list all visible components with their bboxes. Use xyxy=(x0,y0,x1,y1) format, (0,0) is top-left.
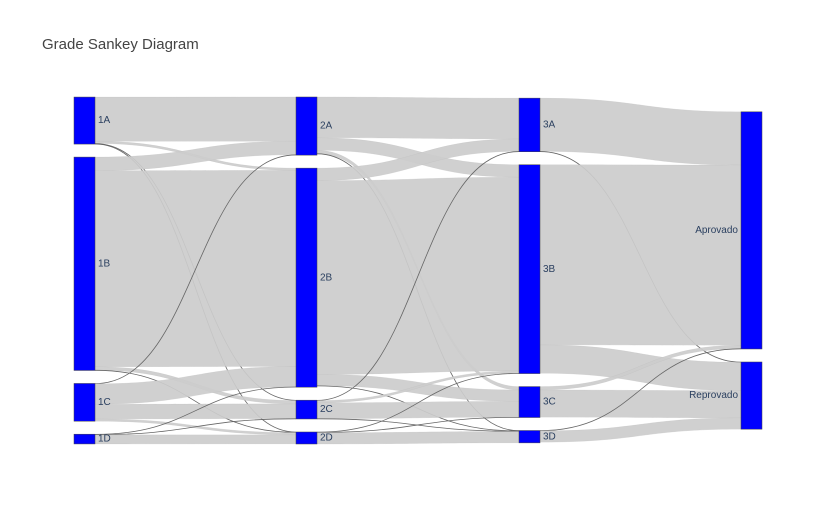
link-3D-Reprovado[interactable] xyxy=(539,417,742,443)
node-3B[interactable] xyxy=(518,164,541,374)
node-1C[interactable] xyxy=(73,383,96,422)
node-label-2A: 2A xyxy=(320,121,333,132)
node-3D[interactable] xyxy=(518,430,541,444)
node-label-3A: 3A xyxy=(543,120,556,131)
node-1D[interactable] xyxy=(73,433,96,445)
link-3B-Aprovado[interactable] xyxy=(539,164,742,346)
link-1C-2C[interactable] xyxy=(94,403,297,420)
node-3A[interactable] xyxy=(518,97,541,152)
node-label-1B: 1B xyxy=(98,258,111,269)
link-2C-3C[interactable] xyxy=(316,401,520,419)
link-2D-3D[interactable] xyxy=(316,431,520,445)
node-label-Reprovado: Reprovado xyxy=(689,390,738,401)
node-label-3B: 3B xyxy=(543,264,556,275)
node-3C[interactable] xyxy=(518,386,541,418)
link-1D-2C[interactable] xyxy=(94,418,297,436)
node-label-Aprovado: Aprovado xyxy=(695,225,738,236)
node-label-2B: 2B xyxy=(320,272,333,283)
node-Reprovado[interactable] xyxy=(740,361,763,430)
node-1A[interactable] xyxy=(73,96,96,145)
link-1C-2A[interactable] xyxy=(94,154,297,385)
node-label-1A: 1A xyxy=(98,115,111,126)
link-1A-2A[interactable] xyxy=(94,96,297,142)
node-2C[interactable] xyxy=(295,399,318,420)
node-label-1C: 1C xyxy=(98,397,111,408)
node-2D[interactable] xyxy=(295,431,318,445)
links-layer xyxy=(94,96,742,445)
link-1D-2B[interactable] xyxy=(94,386,297,435)
link-3A-Aprovado[interactable] xyxy=(539,97,742,166)
node-label-3D: 3D xyxy=(543,431,556,442)
node-label-3C: 3C xyxy=(543,397,556,408)
link-1D-2D[interactable] xyxy=(94,434,297,445)
node-label-2C: 2C xyxy=(320,404,333,415)
node-2B[interactable] xyxy=(295,167,318,388)
link-2D-3B[interactable] xyxy=(316,373,520,433)
node-label-1D: 1D xyxy=(98,434,111,445)
node-label-2D: 2D xyxy=(320,433,333,444)
chart-title: Grade Sankey Diagram xyxy=(42,36,199,53)
link-2D-3C[interactable] xyxy=(316,416,520,433)
link-2C-3A[interactable] xyxy=(316,151,520,401)
link-3D-Aprovado[interactable] xyxy=(539,348,742,432)
link-1B-2A[interactable] xyxy=(94,141,297,171)
node-Aprovado[interactable] xyxy=(740,111,763,350)
node-2A[interactable] xyxy=(295,96,318,156)
labels-layer: 1A 1B 1C 1D 2A 2B 2C 2D 3A 3B 3C 3D AprovadoReprovad… xyxy=(98,115,738,445)
nodes-layer xyxy=(73,96,763,445)
link-2A-3A[interactable] xyxy=(316,96,520,140)
node-1B[interactable] xyxy=(73,156,96,371)
